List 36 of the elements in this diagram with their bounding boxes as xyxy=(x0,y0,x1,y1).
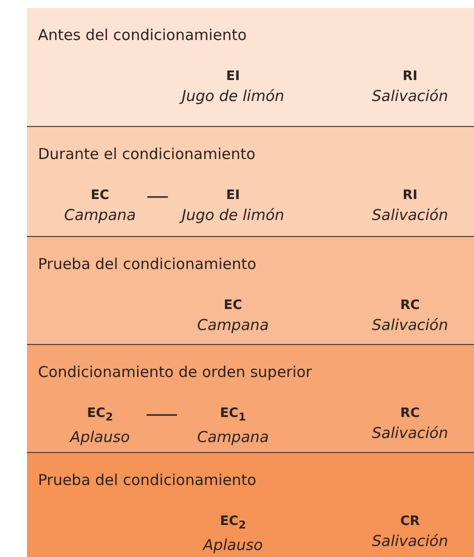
stage-heading: Durante el condicionamiento xyxy=(38,145,256,163)
pairing-dash xyxy=(146,414,177,416)
abbreviation: CR xyxy=(399,513,421,531)
stage-heading: Prueba del condicionamiento xyxy=(38,255,256,273)
description: Campana xyxy=(64,205,136,225)
stage-band xyxy=(27,126,474,236)
stage-band xyxy=(27,236,474,344)
description: Jugo de limón xyxy=(182,205,284,225)
description: Aplauso xyxy=(203,534,263,555)
description: Campana xyxy=(197,315,269,335)
description: Salivación xyxy=(372,205,448,225)
stage-heading: Condicionamiento de orden superior xyxy=(38,363,312,381)
abbreviation: EI xyxy=(225,187,241,205)
description: Salivación xyxy=(372,423,448,443)
abbreviation: RC xyxy=(399,297,421,315)
abbreviation: RC xyxy=(399,405,421,423)
description: Jugo de limón xyxy=(182,86,284,106)
abbreviation: RI xyxy=(402,68,418,86)
description: Campana xyxy=(197,426,269,447)
stage-band xyxy=(27,452,474,557)
abbreviation: EI xyxy=(225,68,241,86)
abbreviation: EC$_{2}$ xyxy=(219,513,247,534)
stage-heading: Prueba del condicionamiento xyxy=(38,471,256,489)
abbreviation: EC$_{1}$ xyxy=(219,405,247,426)
description: Salivación xyxy=(372,531,448,551)
abbreviation: EC xyxy=(90,187,110,205)
description: Aplauso xyxy=(70,426,130,447)
pairing-dash xyxy=(147,196,168,198)
description: Salivación xyxy=(372,86,448,106)
abbreviation: EC xyxy=(222,297,244,315)
description: Salivación xyxy=(372,315,448,335)
abbreviation: EC$_{2}$ xyxy=(86,405,114,426)
abbreviation: RI xyxy=(402,187,418,205)
stage-band xyxy=(27,344,474,452)
stage-heading: Antes del condicionamiento xyxy=(38,26,247,44)
stage-band xyxy=(27,8,474,126)
